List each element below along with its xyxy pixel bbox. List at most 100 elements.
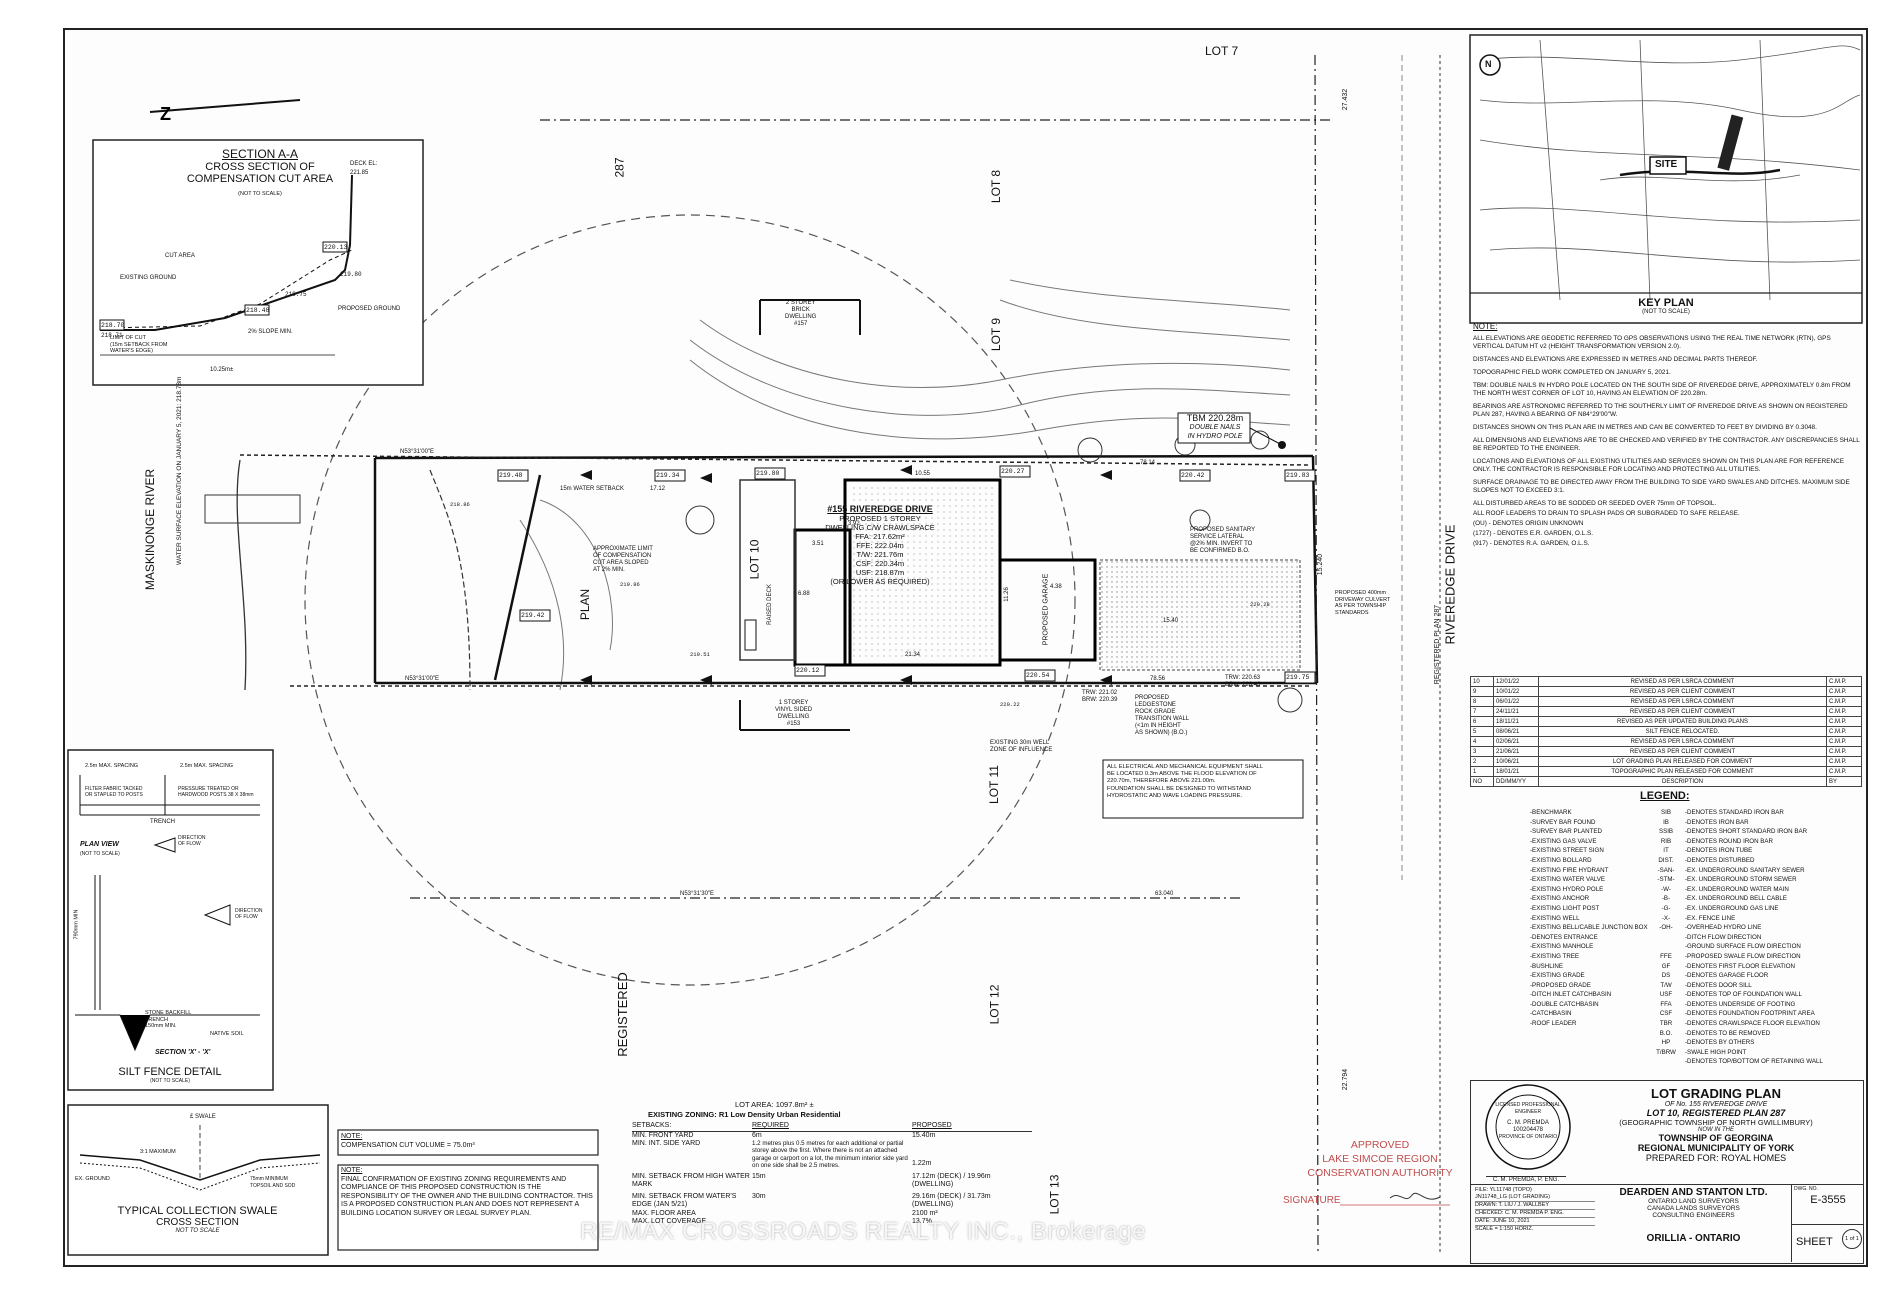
distance-top-lot-label: 78.14 xyxy=(1140,460,1156,466)
silt-fence-heading: SILT FENCE DETAIL (NOT TO SCALE) xyxy=(80,1066,260,1084)
native-soil-label: NATIVE SOIL xyxy=(210,1031,244,1037)
revision-cell: REVISED AS PER UPDATED BUILDING PLANS xyxy=(1538,716,1827,727)
legend-item: -BUSHLINE xyxy=(1530,962,1564,970)
swale-label: TOPSOIL AND SOD xyxy=(250,1183,296,1189)
lot-7-label: LOT 7 xyxy=(1205,44,1239,58)
file-line: CHECKED: C. M. PREMDA P. ENG. xyxy=(1475,1209,1595,1217)
revision-cell: DD/MM/YY xyxy=(1493,776,1539,787)
engineer-name: C. M. PREMDA, P. ENG. xyxy=(1486,1176,1566,1183)
note-item: TOPOGRAPHIC FIELD WORK COMPLETED ON JANU… xyxy=(1473,369,1671,376)
stone-backfill-label: STONE BACKFILL TRENCH 150mm MIN. xyxy=(145,1010,191,1030)
stone-line: TRENCH xyxy=(145,1016,168,1023)
north-arrow-icon: Z xyxy=(149,99,301,124)
legend-item: -EX. UNDERGROUND GAS LINE xyxy=(1685,904,1779,912)
distance-frontage-label: 15.240 xyxy=(1317,553,1325,576)
legend-code: DS xyxy=(1661,972,1671,980)
legend-code xyxy=(1648,942,1684,952)
revision-cell: 4 xyxy=(1470,736,1494,747)
street-plan-label: REGISTERED PLAN 287 xyxy=(1434,604,1442,685)
revision-cell: C.M.P. xyxy=(1826,716,1862,727)
section-aa-subtitle: CROSS SECTION OF xyxy=(205,161,315,173)
key-plan-heading: KEY PLAN (NOT TO SCALE) xyxy=(1470,297,1862,315)
spot-elevation: 219.51 xyxy=(690,651,710,658)
neighbour-line: BRICK xyxy=(791,307,810,313)
title-block-text: LOT GRADING PLAN OF No. 155 RIVEREDGE DR… xyxy=(1571,1086,1861,1163)
swale-label: 3:1 MAXIMUM xyxy=(140,1149,176,1155)
spot-elevation: 219.42 xyxy=(521,612,545,619)
revision-cell: 18/11/21 xyxy=(1493,716,1539,727)
legend-item: -DITCH FLOW DIRECTION xyxy=(1685,933,1762,941)
legend-item: -DENOTES IRON BAR xyxy=(1685,818,1749,826)
cut-area-label: CUT AREA xyxy=(165,253,195,259)
registered-label: REGISTERED xyxy=(614,972,630,1057)
legend-code: FFA xyxy=(1660,1000,1672,1008)
section-aa-heading: SECTION A-A CROSS SECTION OF COMPENSATIO… xyxy=(140,147,380,197)
file-line: SCALE = 1:150 HORIZ. xyxy=(1475,1225,1595,1233)
approval-line: CONSERVATION AUTHORITY xyxy=(1307,1167,1453,1179)
filter-fabric-label: FILTER FABRIC TACKED OR STAPLED TO POSTS xyxy=(85,786,143,798)
well-line: EXISTING 30m WELL xyxy=(990,740,1050,746)
driveway-line: STANDARDS xyxy=(1335,609,1369,616)
cell: 13.7% xyxy=(912,1218,932,1226)
plan-view-label: PLAN VIEW xyxy=(80,841,119,848)
distance-bottom-lot-label: 78.56 xyxy=(1150,676,1166,682)
legend-item: -EXISTING WELL xyxy=(1530,914,1580,922)
limit-line: OF COMPENSATION xyxy=(593,553,652,559)
revision-cell: C.M.P. xyxy=(1826,756,1862,767)
sanitary-line: BE CONFIRMED B.O. xyxy=(1190,548,1250,554)
divider xyxy=(1471,1184,1863,1185)
legend-item: -DENOTES TOP OF FOUNDATION WALL xyxy=(1685,991,1802,999)
legend-item: -GROUND SURFACE FLOW DIRECTION xyxy=(1685,943,1801,951)
legend-item: -DENOTES BY OTHERS xyxy=(1685,1039,1755,1047)
slope-label: 2% SLOPE MIN. xyxy=(248,329,293,335)
legend-item: -DENOTES TO BE REMOVED xyxy=(1685,1029,1771,1037)
legend-item: -EXISTING HYDRO POLE xyxy=(1530,885,1604,893)
legend-item: -DOUBLE CATCHBASIN xyxy=(1530,1000,1599,1008)
limit-cut-line: WATER'S EDGE) xyxy=(110,348,153,354)
table-row: MIN. SETBACK FROM HIGH WATER MARK 15m 17… xyxy=(632,1173,1032,1190)
tbm-callout: TBM 220.28m DOUBLE NAILS IN HYDRO POLE xyxy=(1180,414,1250,441)
cell: MIN. SETBACK FROM HIGH WATER MARK xyxy=(632,1172,750,1189)
legend-item: -SWALE HIGH POINT xyxy=(1685,1048,1747,1056)
svg-text:Z: Z xyxy=(160,104,171,124)
legend-item: -DENOTES SHORT STANDARD IRON BAR xyxy=(1685,828,1808,836)
legend-item: -EXISTING BOLLARD xyxy=(1530,856,1592,864)
revision-cell: 12/01/22 xyxy=(1493,676,1539,687)
legend-code: -W- xyxy=(1661,885,1671,893)
dwg-no-label: DWG. NO. xyxy=(1794,1186,1818,1192)
cell xyxy=(752,1210,912,1219)
dimension-label: 3.92 xyxy=(848,521,860,527)
lot-9-label: LOT 9 xyxy=(989,317,1004,352)
legend-item: -SURVEY BAR PLANTED xyxy=(1530,828,1602,836)
region: REGIONAL MUNICIPALITY OF YORK xyxy=(1637,1143,1795,1153)
house-line: FFE: 222.04m xyxy=(856,541,904,550)
legend-code: B.O. xyxy=(1659,1029,1673,1037)
tbm-line: IN HYDRO POLE xyxy=(1187,433,1243,440)
legend-code: DIST. xyxy=(1658,856,1674,864)
spot-elevation: 220.27 xyxy=(1001,468,1025,475)
legend-item: -EXISTING BELL/CABLE JUNCTION BOX xyxy=(1530,924,1648,932)
raised-deck-label: RAISED DECK xyxy=(766,584,773,625)
lot-12-label: LOT 12 xyxy=(987,984,1002,1025)
revision-cell: REVISED AS PER LSRCA COMMENT xyxy=(1538,676,1827,687)
section-elevation: 218.71 xyxy=(101,332,123,339)
house-line: T/W: 221.76m xyxy=(856,550,904,559)
zoning-label: EXISTING ZONING: R1 Low Density Urban Re… xyxy=(648,1110,841,1119)
comp-note-head: NOTE: xyxy=(341,1133,363,1140)
approval-line: LAKE SIMCOE REGION xyxy=(1322,1153,1438,1165)
revision-cell: REVISED AS PER LSRCA COMMENT xyxy=(1538,736,1827,747)
bearing-bottom-label: N53°31'00"E xyxy=(405,676,440,682)
note-item: BEARINGS ARE ASTRONOMIC REFERRED TO THE … xyxy=(1473,403,1848,418)
legend-code: T/BRW xyxy=(1656,1048,1676,1056)
retaining-wall-label-2: TRW: 220.63 BRW: 220.43 xyxy=(1225,675,1260,689)
elec-line: FOUNDATION SHALL BE DESIGNED TO WITHSTAN… xyxy=(1107,785,1251,792)
elec-line: HYDROSTATIC AND WAVE LOADING PRESSURE. xyxy=(1107,792,1243,799)
flow-direction-label-2: DIRECTION OF FLOW xyxy=(235,908,263,920)
legend-item: -EXISTING GAS VALVE xyxy=(1530,837,1597,845)
section-aa-title: SECTION A-A xyxy=(221,147,298,161)
cell: MAX. FLOOR AREA xyxy=(632,1209,696,1217)
neighbour-line: 2 STOREY xyxy=(785,300,816,306)
